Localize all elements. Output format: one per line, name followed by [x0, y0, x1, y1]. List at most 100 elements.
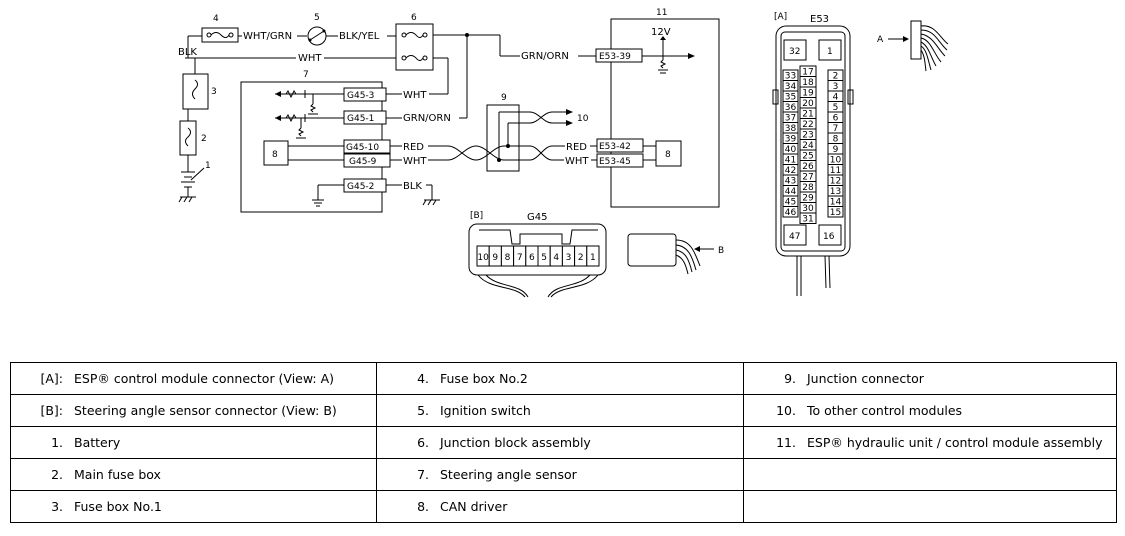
- g45-pin-7: 7: [517, 253, 523, 263]
- pin-28: 28: [802, 183, 814, 193]
- pin-4: 4: [833, 93, 839, 103]
- battery-label: 1: [205, 161, 211, 171]
- wire-blk-yel-label: BLK/YEL: [339, 31, 380, 42]
- legend-text: Battery: [74, 435, 121, 450]
- battery-circuit: 1 2 3 BLK: [178, 35, 230, 203]
- wire-blk-ground-label: BLK: [403, 181, 422, 192]
- legend-text: CAN driver: [440, 499, 508, 514]
- legend-number: 6.: [417, 435, 429, 450]
- pin-3: 3: [833, 82, 839, 92]
- wire-wht-top-label: WHT: [298, 53, 322, 64]
- legend-text: Steering angle sensor: [440, 467, 577, 482]
- wire-red-right-label: RED: [566, 142, 587, 153]
- legend-number: 9.: [784, 371, 796, 386]
- legend-row: 2. Main fuse box 7. Steering angle sensor: [10, 458, 1117, 491]
- connector-a-name: E53: [810, 14, 829, 25]
- fuse-box-2: 4 WHT/GRN: [201, 14, 307, 43]
- legend-text: Fuse box No.2: [440, 371, 528, 386]
- pin-26: 26: [802, 162, 814, 172]
- legend-cell: 9.Junction connector: [743, 362, 1117, 395]
- view-a-label: A: [877, 35, 884, 45]
- connector-a-e53: [A] E53 32 1 47 16 333435363738394041424…: [772, 12, 949, 296]
- legend-text: Main fuse box: [74, 467, 161, 482]
- legend-number: [B]:: [40, 403, 63, 418]
- wire-red-left-label: RED: [403, 142, 424, 153]
- pin-19: 19: [802, 89, 814, 99]
- terminal-g45-9: G45-9: [349, 157, 377, 167]
- steering-angle-sensor-label: 7: [303, 70, 309, 80]
- legend-row: 1. Battery 6. Junction block assembly 11.ESP…: [10, 426, 1117, 459]
- legend-text: To other control modules: [807, 403, 963, 418]
- legend-cell: 2. Main fuse box: [10, 458, 377, 491]
- legend-text: Junction block assembly: [440, 435, 591, 450]
- junction-block-label: 6: [411, 13, 417, 23]
- pin-25: 25: [802, 152, 813, 162]
- legend-cell: [743, 458, 1117, 491]
- legend-text: Steering angle sensor connector (View: B…: [74, 403, 337, 418]
- g45-pin-6: 6: [529, 253, 535, 263]
- legend-number: 2.: [51, 467, 63, 482]
- pin-36: 36: [785, 103, 797, 113]
- legend-row: [B]: Steering angle sensor connector (Vie…: [10, 394, 1117, 427]
- legend-cell: [A]:ESP® control module connector (View:…: [10, 362, 377, 395]
- can-bus-twisted-pair: 9 10 RED WHT: [447, 93, 597, 172]
- connector-b-bracket-label: [B]: [470, 211, 483, 221]
- pin-9: 9: [833, 145, 839, 155]
- g45-pin-2: 2: [578, 253, 584, 263]
- pin-33: 33: [785, 72, 796, 82]
- g45-pin-5: 5: [541, 253, 547, 263]
- pin-46: 46: [785, 208, 797, 218]
- pin-1: 1: [827, 47, 833, 57]
- terminal-e53-39: E53-39: [599, 52, 631, 62]
- legend-cell: 7. Steering angle sensor: [376, 458, 744, 491]
- pin-2: 2: [833, 72, 839, 82]
- wire-grn-orn-top-label: GRN/ORN: [521, 51, 569, 62]
- g45-pin-8: 8: [505, 253, 511, 263]
- esp-hydraulic-unit: 11 E53-39 12V E53-42 E53-45 8: [595, 8, 720, 208]
- legend-row: 3.Fuse box No.1 8. CAN driver: [10, 490, 1117, 523]
- legend-cell: 3.Fuse box No.1: [10, 490, 377, 523]
- pin-5: 5: [833, 103, 839, 113]
- legend-cell: 1. Battery: [10, 426, 377, 459]
- legend-number: 1.: [51, 435, 63, 450]
- g45-pin-3: 3: [566, 253, 572, 263]
- wire-wht-left-label: WHT: [403, 156, 427, 167]
- wire-grn-orn-g45-1-label: GRN/ORN: [403, 113, 451, 124]
- fuse-box-2-label: 4: [213, 14, 219, 24]
- legend-number: 4.: [417, 371, 429, 386]
- legend-cell: 10. To other control modules: [743, 394, 1117, 427]
- legend-number: 8.: [417, 499, 429, 514]
- legend-cell: 11.ESP® hydraulic unit / control module …: [743, 426, 1117, 459]
- pin-13: 13: [830, 187, 841, 197]
- legend-cell: 6. Junction block assembly: [376, 426, 744, 459]
- pin-16: 16: [823, 232, 835, 242]
- pin-10: 10: [830, 156, 842, 166]
- view-b-label: B: [718, 246, 724, 256]
- legend-table: [A]:ESP® control module connector (View:…: [10, 362, 1117, 523]
- junction-block: 6 GRN/ORN WHT: [230, 13, 596, 118]
- g45-pin-9: 9: [492, 253, 498, 263]
- pin-39: 39: [785, 135, 797, 145]
- pin-38: 38: [785, 124, 797, 134]
- legend-number: 7.: [417, 467, 429, 482]
- ignition-switch-label: 5: [314, 13, 320, 23]
- pin-21: 21: [802, 110, 813, 120]
- pin-34: 34: [785, 82, 797, 92]
- pin-23: 23: [802, 131, 813, 141]
- pin-41: 41: [785, 156, 796, 166]
- pin-17: 17: [802, 68, 813, 78]
- pin-31: 31: [802, 215, 813, 225]
- wire-wht-g45-3-label: WHT: [403, 90, 427, 101]
- pin-14: 14: [830, 198, 842, 208]
- pin-8: 8: [833, 135, 839, 145]
- terminal-g45-3: G45-3: [347, 91, 374, 101]
- pin-22: 22: [802, 120, 813, 130]
- legend-cell: 8. CAN driver: [376, 490, 744, 523]
- legend-number: 10.: [776, 403, 796, 418]
- pin-45: 45: [785, 198, 796, 208]
- pin-40: 40: [785, 145, 797, 155]
- legend-number: 5.: [417, 403, 429, 418]
- pin-35: 35: [785, 93, 796, 103]
- legend-text: Ignition switch: [440, 403, 531, 418]
- voltage-label: 12V: [651, 27, 671, 38]
